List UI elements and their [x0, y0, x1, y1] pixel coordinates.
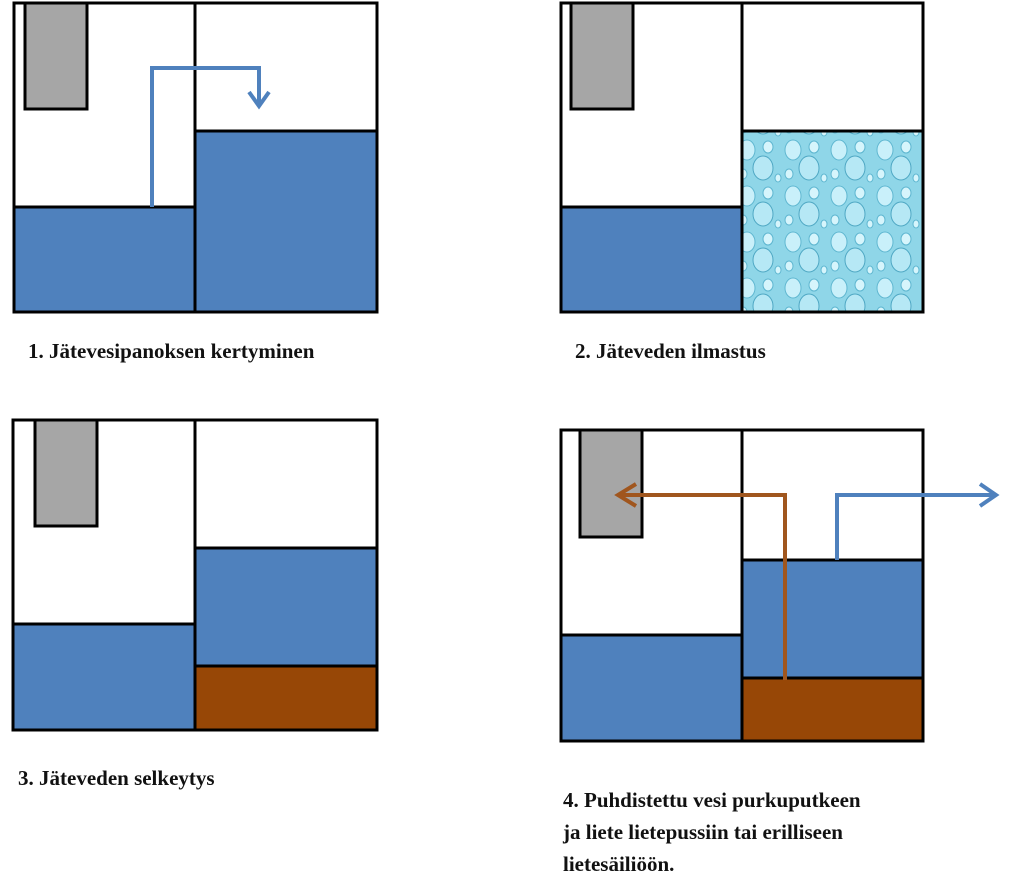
stage-4-caption: 4. Puhdistettu vesi purkuputkeen ja liet…: [562, 788, 866, 876]
stage-2-tank: [559, 1, 925, 314]
stage-4-right-water: [742, 560, 923, 678]
stage-4-sludge-bag: [578, 428, 644, 539]
stage-3-sludge-bag: [33, 418, 99, 528]
stage-4-outline: [559, 428, 925, 743]
stage-2-sludge-bag: [569, 1, 635, 111]
stage-4-sludge-arrow-head: [614, 482, 638, 508]
stage-4-water-outlet-arrow-head: [978, 482, 1000, 508]
stage-1-sludge-bag: [23, 1, 89, 111]
stage-4-left-water: [561, 635, 742, 741]
stage-1-arrow-head: [247, 90, 271, 110]
stage-3-caption: 3. Jäteveden selkeytys: [18, 766, 215, 790]
stage-4-sludge-layer: [742, 678, 923, 741]
stage-1-tank: [12, 1, 379, 314]
stage-3-sludge-layer: [196, 666, 377, 730]
stage-1-right-water: [196, 131, 377, 312]
stage-1-left-water: [14, 207, 195, 312]
stage-3-outline: [11, 418, 379, 732]
stage-2-aeration: [742, 131, 923, 312]
stage-3-tank: [11, 418, 379, 732]
stage-1-transfer-arrow: [150, 66, 261, 207]
stage-1-caption: 1. Jätevesipanoksen kertyminen: [28, 339, 315, 363]
stage-3-left-water: [13, 624, 195, 730]
stage-4-water-outlet-arrow: [835, 493, 994, 560]
stage-2-caption: 2. Jäteveden ilmastus: [575, 339, 766, 363]
stage-3-right-water: [196, 548, 377, 666]
stage-4-tank: [559, 428, 1000, 743]
stage-2-outline: [559, 1, 925, 314]
stage-2-left-water: [561, 207, 742, 312]
stage-4-sludge-arrow: [620, 493, 787, 680]
stage-1-outline: [12, 1, 379, 314]
